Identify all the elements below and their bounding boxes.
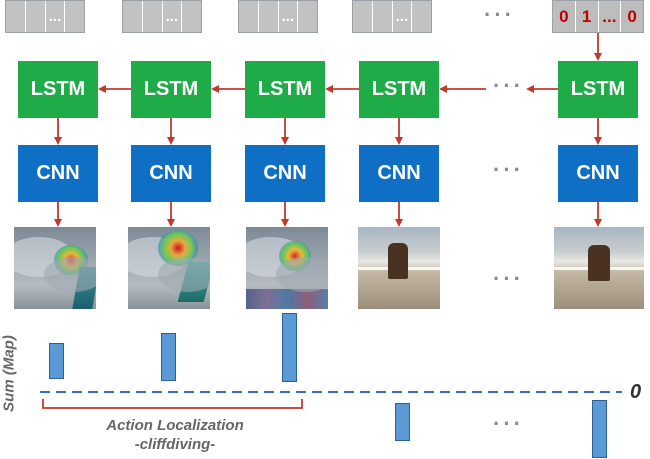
frame-cell (372, 1, 393, 32)
cnn-block-2: CNN (131, 145, 211, 202)
frame-ellipsis: ··· (493, 266, 524, 291)
label-cell: 1 (575, 1, 599, 32)
frame-strip-2: ... (122, 0, 202, 33)
frame-cell (142, 1, 163, 32)
frame-cell (239, 1, 259, 32)
localization-brace (42, 399, 303, 409)
frame-cell-ellipsis: ... (45, 1, 66, 32)
cnn-block-3: CNN (245, 145, 325, 202)
label-cell: 0 (553, 1, 576, 32)
frame-cell-ellipsis: ... (278, 1, 299, 32)
horse-rider (388, 243, 408, 279)
lstm-block-2: LSTM (131, 61, 211, 118)
lstm-block-1: LSTM (18, 61, 98, 118)
frame-cell (298, 1, 317, 32)
horse-rider (588, 245, 610, 281)
cnn-block-4: CNN (359, 145, 439, 202)
frame-strip-1: ... (5, 0, 85, 33)
frame-cell (25, 1, 46, 32)
top-ellipsis: ··· (484, 2, 515, 27)
bar-ellipsis: ··· (493, 411, 524, 436)
frame-cell (412, 1, 431, 32)
sum-bar-3 (282, 313, 297, 382)
frame-cell (258, 1, 279, 32)
lstm-block-3: LSTM (245, 61, 325, 118)
frame-cell (353, 1, 373, 32)
sum-bar-1 (49, 343, 64, 379)
frame-image-cliffdiving-3 (246, 227, 328, 309)
frame-cell (123, 1, 143, 32)
frame-cell (6, 1, 26, 32)
sum-bar-2 (161, 333, 176, 381)
frame-image-cliffdiving-1 (14, 227, 96, 309)
label-cell: 0 (621, 1, 643, 32)
lstm-block-5: LSTM (558, 61, 638, 118)
lstm-ellipsis: ··· (493, 73, 524, 98)
frame-image-cliffdiving-2 (128, 227, 210, 309)
zero-label: 0 (630, 381, 642, 403)
frame-cell (182, 1, 201, 32)
frame-image-riding-5 (554, 227, 644, 309)
cnn-block-1: CNN (18, 145, 98, 202)
frame-cell (65, 1, 84, 32)
label-strip: 0 1 ... 0 (552, 0, 644, 33)
sum-bar-4 (395, 403, 410, 441)
town-strip (246, 289, 328, 309)
sum-bar-5 (592, 400, 607, 458)
frame-image-riding-4 (358, 227, 440, 309)
y-axis-label: Sum (Map) (0, 335, 18, 412)
action-localization-subtitle: -cliffdiving- (134, 436, 216, 453)
frame-strip-4: ... (352, 0, 432, 33)
cnn-block-5: CNN (558, 145, 638, 202)
frame-strip-3: ... (238, 0, 318, 33)
lstm-block-4: LSTM (359, 61, 439, 118)
frame-cell-ellipsis: ... (392, 1, 413, 32)
action-localization-title: Action Localization (106, 417, 244, 434)
frame-cell-ellipsis: ... (162, 1, 183, 32)
label-cell: ... (598, 1, 622, 32)
cnn-ellipsis: ··· (493, 157, 524, 182)
